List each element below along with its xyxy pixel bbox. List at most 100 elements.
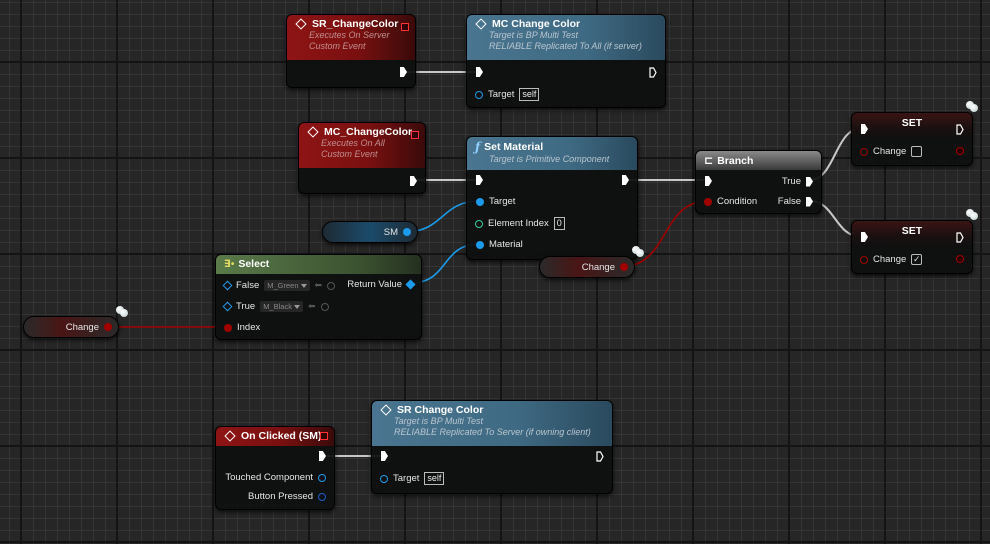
- mc-change-color-event-node[interactable]: MC_ChangeColor Executes On All Custom Ev…: [298, 122, 426, 194]
- variable-label: SM: [383, 226, 398, 238]
- object-pin-icon[interactable]: [403, 228, 411, 236]
- object-pin-icon: [475, 90, 483, 99]
- node-header: MC Change Color Target is BP Multi Test …: [467, 15, 665, 60]
- node-subtitle-1: Target is BP Multi Test: [489, 30, 579, 40]
- target-pin[interactable]: Target: [476, 196, 515, 207]
- use-selected-icon[interactable]: ⬅: [307, 301, 316, 311]
- browse-icon[interactable]: [327, 281, 336, 290]
- node-subtitle-2: Custom Event: [321, 149, 378, 159]
- event-icon: [224, 430, 236, 442]
- wildcard-pin-icon: [222, 301, 233, 312]
- touched-component-pin[interactable]: Touched Component: [225, 472, 326, 483]
- exec-out-pin[interactable]: [956, 124, 964, 135]
- exec-out-pin[interactable]: [410, 176, 417, 186]
- pin-label: Change: [873, 146, 907, 157]
- node-title: Branch: [717, 154, 754, 167]
- browse-icon[interactable]: [320, 302, 329, 311]
- pin-label: Target: [489, 196, 516, 207]
- object-pin-icon: [380, 474, 388, 483]
- branch-node[interactable]: ⊏Branch True Condition False: [695, 150, 822, 214]
- exec-out-icon: [806, 196, 813, 207]
- element-index-value[interactable]: 0: [553, 217, 565, 230]
- delegate-pin-icon[interactable]: [320, 432, 328, 440]
- node-subtitle-2: RELIABLE Replicated To Server (if owning…: [394, 427, 591, 437]
- change-input-pin[interactable]: Change: [860, 146, 923, 157]
- node-header: ⊏Branch: [696, 151, 821, 170]
- sm-variable-getter[interactable]: SM: [322, 221, 418, 243]
- bool-pin-icon: [224, 323, 232, 332]
- int-pin-icon: [475, 219, 483, 228]
- element-index-pin[interactable]: Element Index 0: [475, 217, 565, 230]
- sr-change-color-event-node[interactable]: SR_ChangeColor Executes On Server Custom…: [286, 14, 416, 88]
- exec-out-pin[interactable]: [649, 67, 657, 78]
- delegate-pin-icon[interactable]: [411, 131, 419, 139]
- change-variable-getter[interactable]: Change: [23, 316, 119, 338]
- on-clicked-event-node[interactable]: On Clicked (SM) Touched Component Button…: [215, 426, 335, 510]
- wildcard-pin-icon: [222, 280, 233, 291]
- exec-in-pin[interactable]: [476, 67, 483, 77]
- node-subtitle-2: Custom Event: [309, 41, 366, 51]
- node-header: ∃•Select: [216, 255, 421, 274]
- object-pin-icon: [318, 473, 326, 482]
- set-change-false-node[interactable]: SET Change: [851, 112, 973, 166]
- bool-pin-icon[interactable]: [104, 323, 112, 331]
- node-title: SR Change Color: [397, 404, 484, 416]
- mc-change-color-call-node[interactable]: MC Change Color Target is BP Multi Test …: [466, 14, 666, 108]
- exec-in-pin[interactable]: [476, 175, 483, 185]
- button-pressed-pin[interactable]: Button Pressed: [248, 491, 326, 502]
- target-value[interactable]: self: [519, 88, 540, 101]
- variable-label: Change: [65, 321, 99, 333]
- index-pin[interactable]: Index: [224, 322, 260, 333]
- false-material-dropdown[interactable]: M_Green: [264, 280, 310, 291]
- variable-label: Change: [581, 261, 615, 273]
- pin-label: Index: [237, 322, 261, 333]
- change-checkbox[interactable]: [911, 146, 923, 157]
- change-output-pin[interactable]: [956, 147, 964, 155]
- exec-out-pin[interactable]: [622, 175, 629, 185]
- change-output-pin[interactable]: [956, 255, 964, 263]
- change-checkbox-checked[interactable]: ✓: [911, 254, 923, 265]
- node-title: SET: [901, 117, 923, 129]
- node-subtitle: Target is Primitive Component: [489, 154, 610, 164]
- set-change-true-node[interactable]: SET Change✓: [851, 220, 973, 274]
- true-exec-pin[interactable]: True: [782, 176, 813, 187]
- material-pin[interactable]: Material: [476, 239, 523, 250]
- delegate-pin-icon[interactable]: [401, 23, 409, 31]
- exec-in-icon: [705, 176, 712, 186]
- node-title: Set Material: [484, 141, 544, 153]
- exec-in-pin[interactable]: [861, 124, 868, 134]
- change-variable-getter[interactable]: Change: [539, 256, 635, 278]
- exec-out-pin[interactable]: [596, 451, 604, 462]
- exec-in-pin[interactable]: [861, 232, 868, 242]
- exec-in-pin[interactable]: [705, 176, 712, 186]
- exec-in-pin[interactable]: [381, 451, 388, 461]
- bool-pin-icon[interactable]: [620, 263, 628, 271]
- return-value-pin[interactable]: Return Value: [347, 279, 416, 290]
- use-selected-icon[interactable]: ⬅: [314, 280, 323, 290]
- true-material-dropdown[interactable]: M_Black: [260, 301, 303, 312]
- sr-change-color-call-node[interactable]: SR Change Color Target is BP Multi Test …: [371, 400, 613, 494]
- condition-pin[interactable]: Condition: [704, 196, 757, 207]
- exec-in-icon: [861, 232, 868, 242]
- replicated-icon: [966, 101, 978, 112]
- target-value[interactable]: self: [424, 472, 445, 485]
- exec-out-icon: [806, 176, 813, 187]
- function-icon: [475, 18, 487, 30]
- node-header: MC_ChangeColor Executes On All Custom Ev…: [299, 123, 425, 168]
- node-title: Select: [238, 258, 270, 270]
- exec-out-pin[interactable]: [319, 451, 326, 461]
- pin-label: Touched Component: [225, 472, 313, 483]
- false-exec-pin[interactable]: False: [778, 196, 813, 207]
- exec-in-icon: [861, 124, 868, 134]
- exec-in-icon: [476, 67, 483, 77]
- exec-out-pin[interactable]: [400, 67, 407, 77]
- change-input-pin[interactable]: Change✓: [860, 254, 923, 265]
- exec-out-pin[interactable]: [956, 232, 964, 243]
- pin-label: Element Index: [488, 218, 549, 229]
